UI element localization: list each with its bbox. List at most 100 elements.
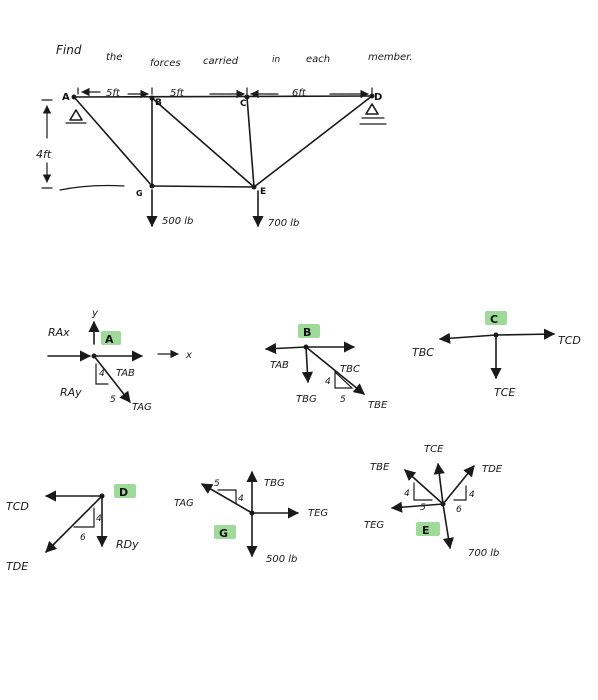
extension-line xyxy=(59,184,125,191)
slope-triangle xyxy=(95,363,109,385)
node-label-D: D xyxy=(374,92,382,103)
tri-v: 4 xyxy=(325,377,331,387)
t-ag-label: TAG xyxy=(132,402,152,413)
dim-BC: 5ft xyxy=(170,88,185,99)
t-de-label: TDE xyxy=(482,464,503,475)
tri-h: 6 xyxy=(80,533,86,543)
node-label-B: B xyxy=(155,98,162,108)
problem-word: each xyxy=(306,54,330,65)
t-eg-label: TEG xyxy=(364,520,384,531)
fbd-title-G: G xyxy=(219,527,228,540)
tri-v: 4 xyxy=(238,494,244,504)
t-bc-arrow xyxy=(438,332,497,344)
member-CE xyxy=(246,96,255,188)
tri-h: 5 xyxy=(340,395,346,405)
fbd-title-A: A xyxy=(105,333,114,346)
t-be-label: TBE xyxy=(370,462,390,473)
t-bg-label: TBG xyxy=(296,394,317,405)
r-dy-label: RDy xyxy=(116,538,139,551)
t-ag-arrow xyxy=(93,355,131,403)
highlight xyxy=(298,324,320,338)
slope-triangle xyxy=(73,507,95,528)
node-label-G: G xyxy=(136,189,143,198)
fbd-title-C: C xyxy=(490,313,498,326)
joint-G xyxy=(149,183,155,189)
problem-statement: Find the forces carried in each member. xyxy=(56,43,413,69)
t-ce-label: TCE xyxy=(424,444,444,455)
t-ce-label: TCE xyxy=(494,386,515,399)
t-ab-label: TAB xyxy=(270,360,289,371)
highlight xyxy=(485,311,507,325)
roller-support-D xyxy=(359,103,387,125)
joint-C xyxy=(244,94,250,100)
tri-right-v: 4 xyxy=(469,490,475,500)
t-ag-arrow xyxy=(201,483,253,514)
problem-word: Find xyxy=(56,43,82,57)
slope-triangle-left xyxy=(413,482,433,501)
joint-B xyxy=(149,95,155,101)
t-cd-arrow xyxy=(495,328,556,340)
t-ce-arrow xyxy=(433,462,445,505)
dim-AB: 5ft xyxy=(106,88,121,99)
fbd-title-E: E xyxy=(422,524,430,537)
pin-support-A xyxy=(65,109,87,124)
load-label-E: 700 lb xyxy=(268,218,299,229)
height-dimension: 4ft xyxy=(36,99,125,191)
problem-word: the xyxy=(106,52,122,63)
t-eg-label: TEG xyxy=(308,508,328,519)
dim-CD: 6ft xyxy=(292,88,307,99)
dim-height: 4ft xyxy=(36,148,52,161)
r-ax-label: RAx xyxy=(48,326,70,339)
t-bg-arrow xyxy=(301,346,314,384)
problem-word: in xyxy=(272,55,281,65)
t-be-arrow xyxy=(305,346,365,395)
tri-left-h: 5 xyxy=(420,503,426,513)
fbd-joint-E: E 4 5 4 6 TBE TCE TDE TEG 700 lb xyxy=(364,444,503,559)
fbd-joint-B: B TAB TBC 4 5 TBG TBE xyxy=(264,324,388,411)
member-DE xyxy=(253,95,373,188)
tri-v: 4 xyxy=(96,514,102,524)
axis-x-label: x xyxy=(185,350,192,361)
fbd-joint-G: G 4 5 TAG TBG TEG 500 lb xyxy=(174,470,328,565)
node-label-A: A xyxy=(62,92,70,103)
problem-word: member. xyxy=(368,52,413,63)
tri-left-v: 4 xyxy=(404,489,410,499)
tri-v: 4 xyxy=(99,369,105,379)
member-ABCD xyxy=(73,95,373,98)
axis-y-label: y xyxy=(91,308,99,319)
member-AG xyxy=(73,96,153,187)
fbd-joint-D: D 4 6 TCD TDE RDy xyxy=(6,484,139,573)
t-de-label: TDE xyxy=(6,560,28,573)
load-arrow xyxy=(442,503,454,550)
joint-E xyxy=(251,184,257,190)
tri-right-h: 6 xyxy=(456,505,462,515)
node-label-C: C xyxy=(240,99,247,109)
highlight xyxy=(114,484,136,498)
truss-diagram: A B C D G E 5ft 5ft 6ft 4ft xyxy=(36,87,387,229)
fbd-title-D: D xyxy=(119,486,128,499)
slope-triangle xyxy=(217,489,237,505)
load-label-G: 500 lb xyxy=(162,216,193,227)
fbd-title-B: B xyxy=(303,326,311,339)
t-de-arrow xyxy=(442,465,475,505)
highlight xyxy=(101,331,121,345)
load-label: 500 lb xyxy=(266,554,297,565)
t-be-arrow xyxy=(404,469,444,505)
t-bg-label: TBG xyxy=(264,478,285,489)
t-ab-arrow xyxy=(264,342,307,355)
t-ab-label: TAB xyxy=(116,368,135,379)
tri-h: 5 xyxy=(110,395,116,405)
highlight xyxy=(214,525,236,539)
r-ay-label: RAy xyxy=(60,386,82,399)
tri-h: 5 xyxy=(214,479,220,489)
joint-A xyxy=(71,94,77,100)
fbd-joint-A: A y RAx x TAB 4 5 RAy TAG xyxy=(47,308,192,413)
t-cd-label: TCD xyxy=(6,500,29,513)
t-eg-arrow xyxy=(390,501,444,513)
t-bc-label: TBC xyxy=(412,346,434,359)
member-GE xyxy=(151,185,255,188)
slope-triangle-right xyxy=(453,485,467,501)
member-BE xyxy=(151,97,255,188)
node-label-E: E xyxy=(260,187,266,197)
